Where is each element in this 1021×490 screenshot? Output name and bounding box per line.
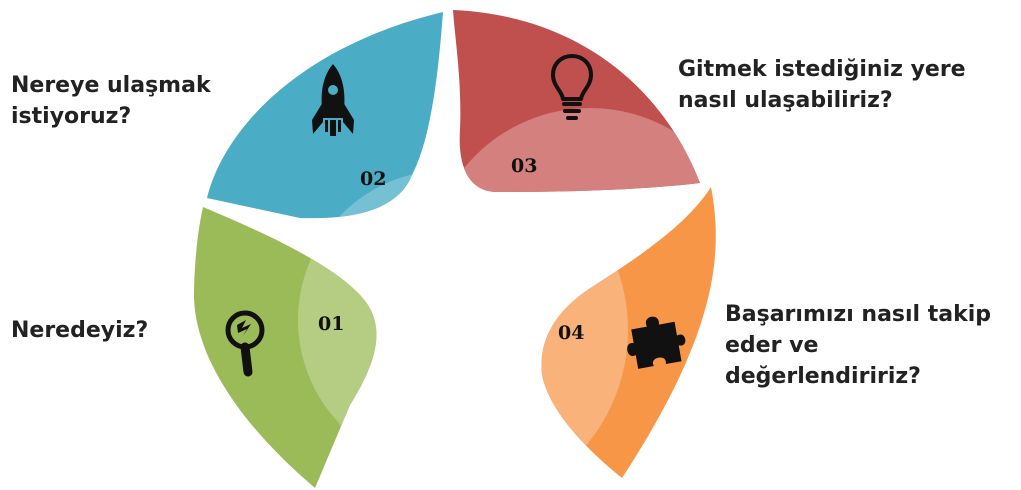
segment-02: 02 <box>207 12 443 219</box>
magnifier-icon <box>225 310 265 377</box>
question-03-line-2: nasıl ulaşabiliriz? <box>678 88 893 113</box>
question-04-line-1: Başarımızı nasıl takip <box>725 302 992 327</box>
segment-04: 04 <box>541 187 716 478</box>
segment-03-number: 03 <box>511 155 537 177</box>
segment-01: 01 <box>193 207 377 488</box>
segment-04-number: 04 <box>558 322 584 344</box>
question-03-line-1: Gitmek istediğiniz yere <box>678 57 966 82</box>
question-04-line-2: eder ve değerlendiririz? <box>725 333 921 389</box>
question-01: Neredeyiz? <box>11 318 149 343</box>
lightbulb-icon <box>551 54 593 120</box>
rocket-icon <box>312 64 354 136</box>
question-04: Başarımızı nasıl takip eder ve değerlend… <box>725 299 1021 392</box>
question-02: Nereye ulaşmak istiyoruz? <box>11 70 211 132</box>
segment-01-number: 01 <box>318 313 344 335</box>
segment-02-number: 02 <box>360 168 386 190</box>
question-02-line-2: istiyoruz? <box>11 104 132 129</box>
question-03: Gitmek istediğiniz yere nasıl ulaşabilir… <box>678 54 966 116</box>
question-02-line-1: Nereye ulaşmak <box>11 73 211 98</box>
puzzle-icon <box>627 316 686 369</box>
